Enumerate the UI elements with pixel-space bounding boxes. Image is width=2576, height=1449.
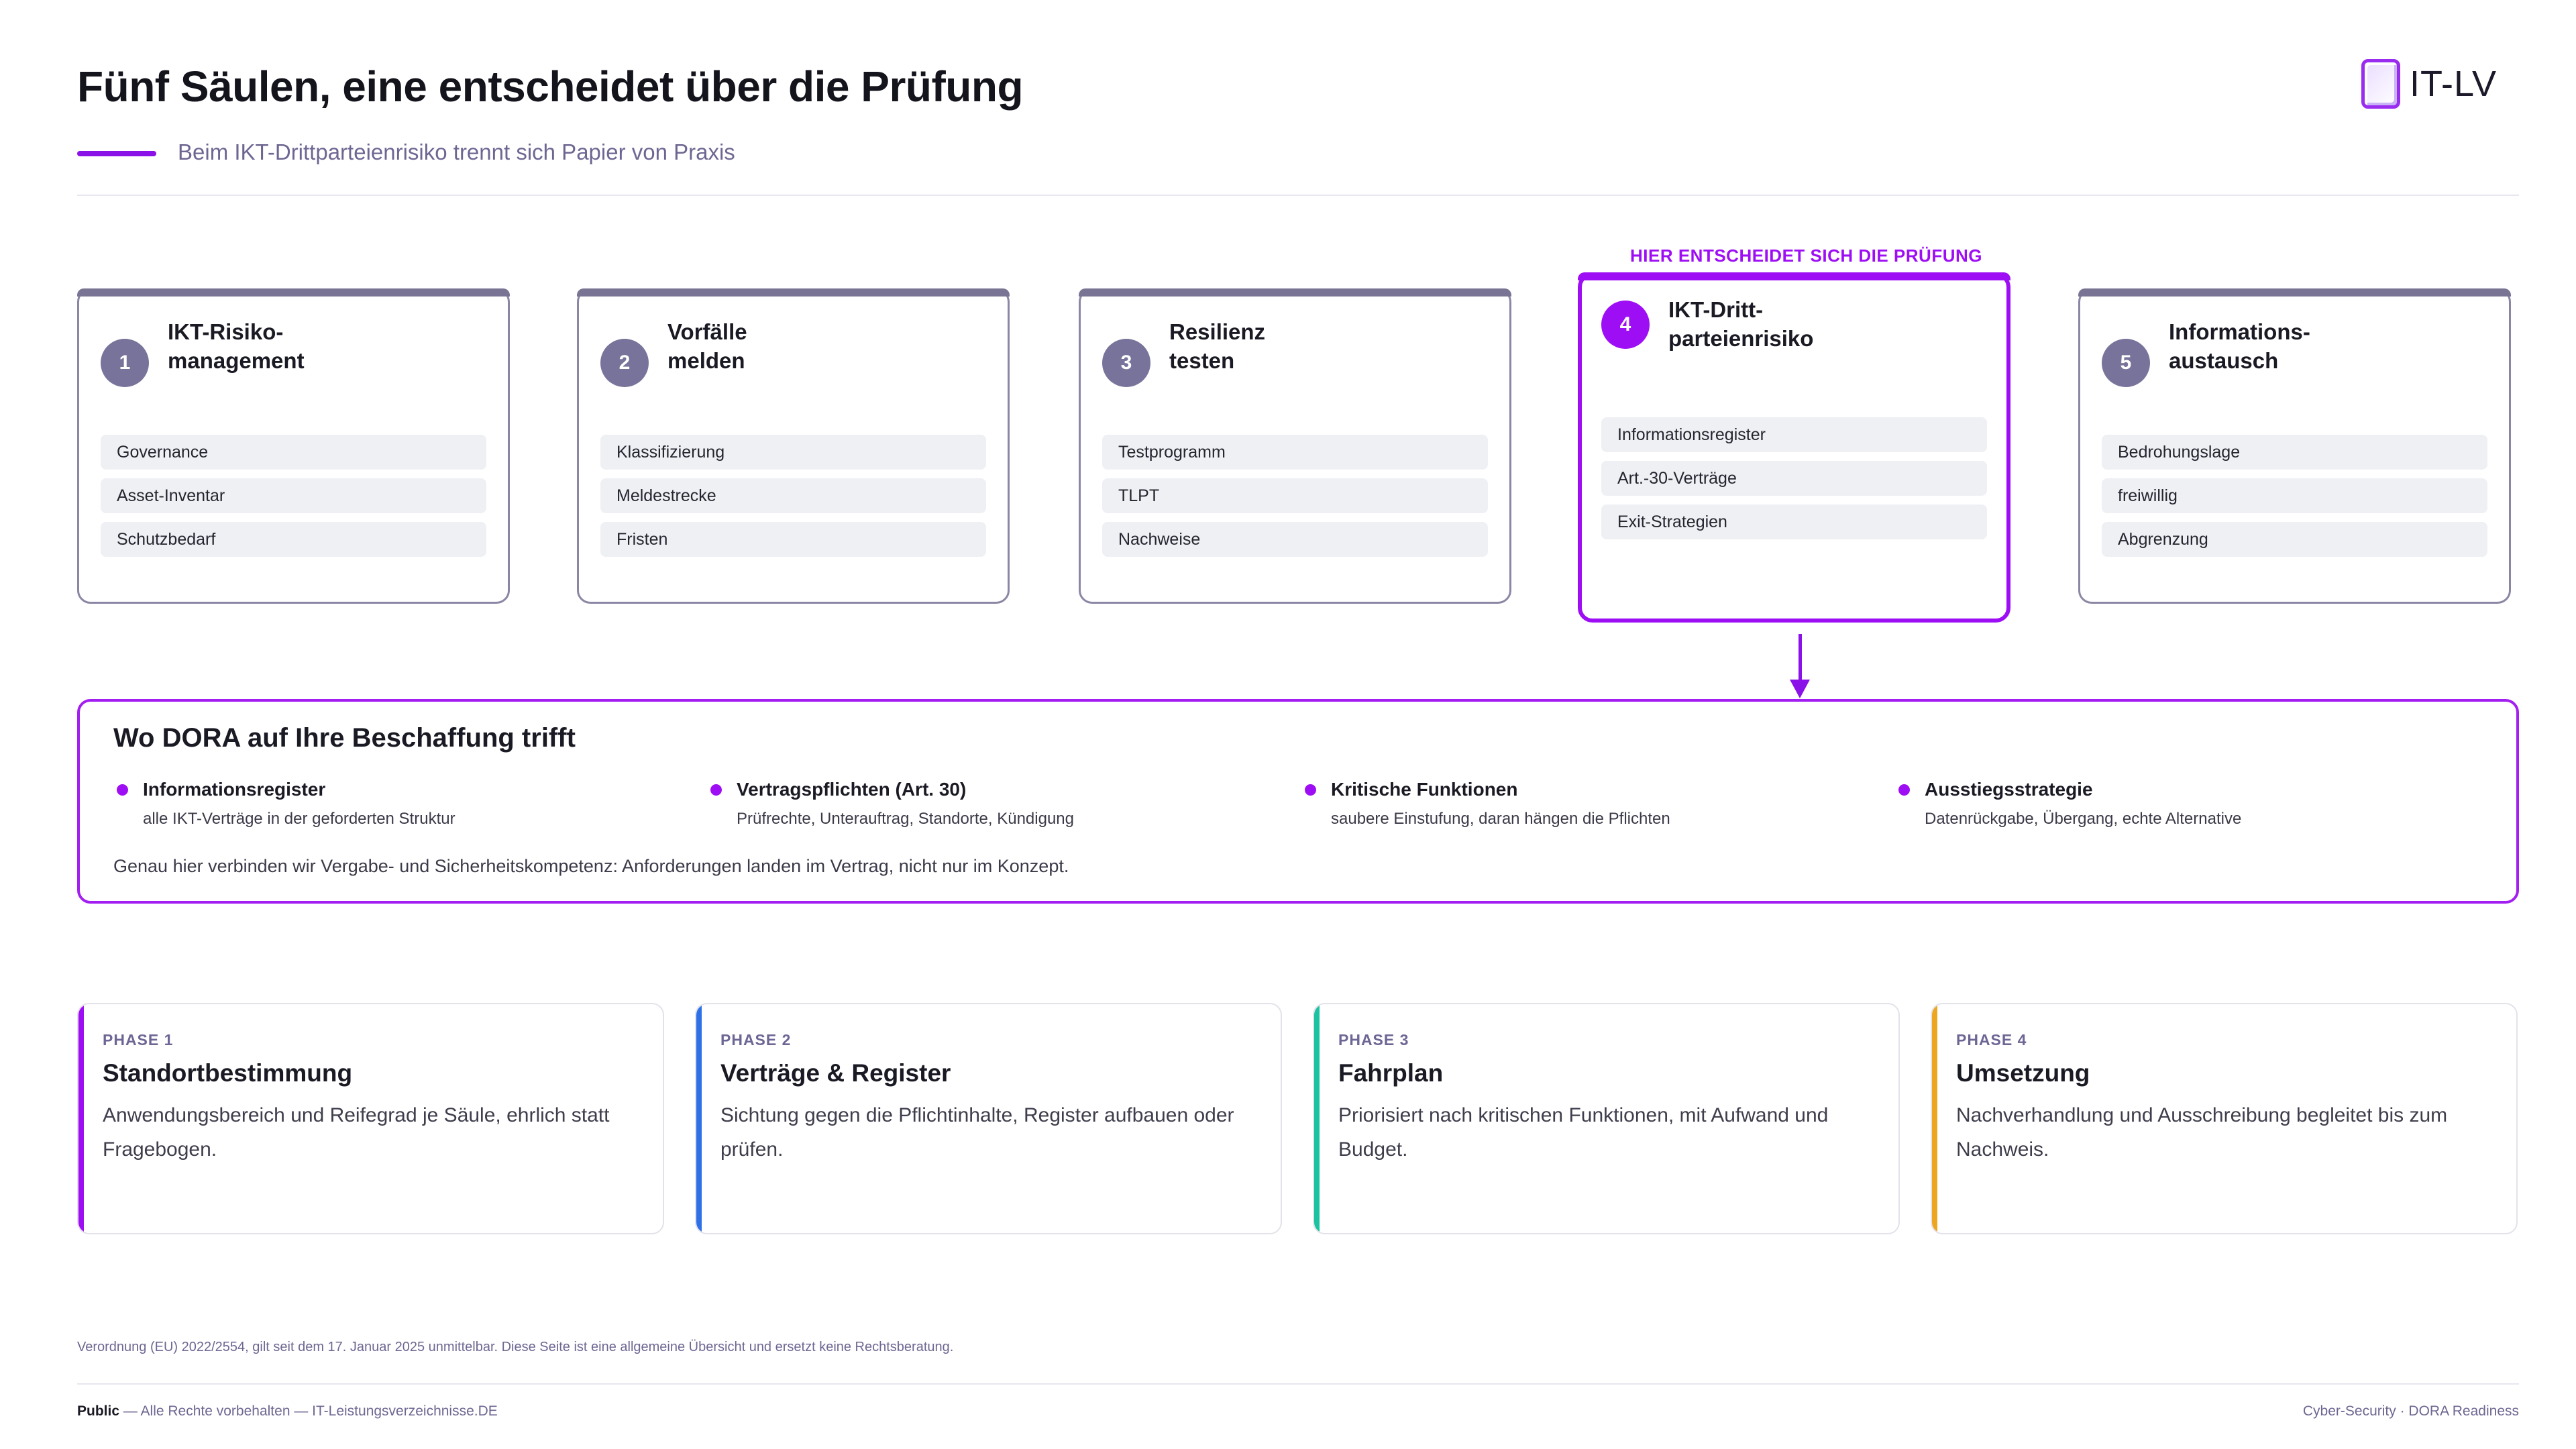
phase-description: Priorisiert nach kritischen Funktionen, … (1338, 1104, 1829, 1161)
dora-point-desc: alle IKT-Verträge in der geforderten Str… (143, 810, 455, 828)
dora-procurement-panel: Wo DORA auf Ihre Beschaffung trifft Info… (77, 699, 2519, 904)
pillar-item: Abgrenzung (2102, 522, 2487, 557)
dora-point-desc: Datenrückgabe, Übergang, echte Alternati… (1925, 810, 2242, 828)
pillar-number-badge: 3 (1102, 339, 1150, 387)
pillar-item-list: Informationsregister Art.-30-Verträge Ex… (1601, 417, 1987, 548)
pillar-item: Exit-Strategien (1601, 504, 1987, 539)
pillar-item-list: Testprogramm TLPT Nachweise (1102, 435, 1488, 566)
dora-point-title: Informationsregister (143, 779, 326, 800)
bullet-dot-icon (1898, 784, 1910, 796)
pillar-item: Testprogramm (1102, 435, 1488, 470)
dora-panel-footnote: Genau hier verbinden wir Vergabe- und Si… (113, 856, 1069, 876)
pillar-title: Informations- austausch (2169, 319, 2310, 373)
footer-rights: — Alle Rechte vorbehalten — IT-Leistungs… (119, 1403, 498, 1419)
phase-label: PHASE 3 (1338, 1031, 1409, 1049)
pillar-card-1: 1 IKT-Risiko- management Governance Asse… (77, 288, 510, 604)
footer-right: Cyber-Security · DORA Readiness (2302, 1403, 2519, 1419)
pillar-item: Schutzbedarf (101, 522, 486, 557)
pillar-item-list: Klassifizierung Meldestrecke Fristen (600, 435, 986, 566)
pillar-top-bar (1578, 272, 2010, 280)
arrow-down-icon (1790, 634, 1810, 701)
dora-point-title: Vertragspflichten (Art. 30) (737, 779, 967, 800)
pillar-title: IKT-Dritt- parteienrisiko (1668, 297, 1814, 351)
pillar-item: Klassifizierung (600, 435, 986, 470)
pillar-item: Informationsregister (1601, 417, 1987, 452)
pillar-card-2: 2 Vorfälle melden Klassifizierung Meldes… (577, 288, 1010, 604)
dora-point-desc: saubere Einstufung, daran hängen die Pfl… (1331, 810, 1670, 828)
pillar-card-5: 5 Informations- austausch Bedrohungslage… (2078, 288, 2511, 604)
phase-color-bar (1314, 1004, 1320, 1233)
pillar-number-badge: 5 (2102, 339, 2150, 387)
pillar-item: Asset-Inventar (101, 478, 486, 513)
footer-left: Public — Alle Rechte vorbehalten — IT-Le… (77, 1403, 498, 1419)
pillar-item: Art.-30-Verträge (1601, 461, 1987, 496)
brand-logo[interactable]: IT-LV (2361, 59, 2497, 109)
pillar-number-badge: 1 (101, 339, 149, 387)
phase-description: Anwendungsbereich und Reifegrad je Säule… (103, 1104, 610, 1161)
pillar-top-bar (1079, 288, 1511, 297)
pillar-item-list: Governance Asset-Inventar Schutzbedarf (101, 435, 486, 566)
phase-color-bar (78, 1004, 84, 1233)
logo-mark-icon (2361, 59, 2400, 109)
phase-card-1: PHASE 1 Standortbestimmung Anwendungsber… (77, 1003, 664, 1234)
dora-panel-title: Wo DORA auf Ihre Beschaffung trifft (113, 723, 576, 753)
dora-point: Ausstiegsstrategie Datenrückgabe, Überga… (1898, 779, 2489, 828)
pillar-title: Vorfälle melden (667, 319, 747, 373)
pillar-number-badge: 2 (600, 339, 649, 387)
pillar-item: Bedrohungslage (2102, 435, 2487, 470)
dora-point: Kritische Funktionen saubere Einstufung,… (1305, 779, 1895, 828)
bullet-dot-icon (117, 784, 128, 796)
legal-disclaimer: Verordnung (EU) 2022/2554, gilt seit dem… (77, 1340, 954, 1354)
phase-title: Verträge & Register (720, 1059, 951, 1087)
bullet-dot-icon (1305, 784, 1316, 796)
highlight-label: HIER ENTSCHEIDET SICH DIE PRÜFUNG (1630, 246, 1982, 266)
phase-label: PHASE 4 (1956, 1031, 2027, 1049)
dora-point-title: Kritische Funktionen (1331, 779, 1518, 800)
phase-color-bar (1932, 1004, 1937, 1233)
phase-card-3: PHASE 3 Fahrplan Priorisiert nach kritis… (1313, 1003, 1900, 1234)
dora-point: Vertragspflichten (Art. 30) Prüfrechte, … (710, 779, 1301, 828)
phase-color-bar (696, 1004, 702, 1233)
pillar-title: IKT-Risiko- management (168, 319, 305, 373)
dora-point-desc: Prüfrechte, Unterauftrag, Standorte, Kün… (737, 810, 1074, 828)
phase-description: Sichtung gegen die Pflichtinhalte, Regis… (720, 1104, 1234, 1161)
dora-point: Informationsregister alle IKT-Verträge i… (117, 779, 707, 828)
pillar-item: TLPT (1102, 478, 1488, 513)
phase-label: PHASE 2 (720, 1031, 792, 1049)
pillar-card-4-highlighted: 4 IKT-Dritt- parteienrisiko Informations… (1578, 272, 2010, 623)
pillar-item: Meldestrecke (600, 478, 986, 513)
page-subtitle: Beim IKT-Drittparteienrisiko trennt sich… (178, 140, 735, 164)
pillar-item: freiwillig (2102, 478, 2487, 513)
page-title: Fünf Säulen, eine entscheidet über die P… (77, 62, 1024, 111)
phase-title: Fahrplan (1338, 1059, 1444, 1087)
pillar-item-list: Bedrohungslage freiwillig Abgrenzung (2102, 435, 2487, 566)
logo-text: IT-LV (2410, 64, 2498, 104)
footer-divider (77, 1383, 2519, 1385)
pillar-top-bar (2078, 288, 2511, 297)
phase-title: Umsetzung (1956, 1059, 2090, 1087)
pillar-title: Resilienz testen (1169, 319, 1266, 373)
bullet-dot-icon (710, 784, 722, 796)
phase-label: PHASE 1 (103, 1031, 174, 1049)
footer-classification: Public (77, 1403, 120, 1419)
pillar-item: Fristen (600, 522, 986, 557)
pillar-item: Governance (101, 435, 486, 470)
phase-title: Standortbestimmung (103, 1059, 353, 1087)
phase-card-4: PHASE 4 Umsetzung Nachverhandlung und Au… (1931, 1003, 2518, 1234)
phase-description: Nachverhandlung und Ausschreibung beglei… (1956, 1104, 2448, 1161)
pillar-number-badge: 4 (1601, 301, 1650, 349)
pillar-card-3: 3 Resilienz testen Testprogramm TLPT Nac… (1079, 288, 1511, 604)
title-accent-line (77, 151, 156, 156)
pillar-item: Nachweise (1102, 522, 1488, 557)
dora-point-title: Ausstiegsstrategie (1925, 779, 2093, 800)
pillar-top-bar (577, 288, 1010, 297)
phase-card-2: PHASE 2 Verträge & Register Sichtung geg… (695, 1003, 1282, 1234)
header-divider (77, 195, 2519, 196)
pillar-top-bar (77, 288, 510, 297)
